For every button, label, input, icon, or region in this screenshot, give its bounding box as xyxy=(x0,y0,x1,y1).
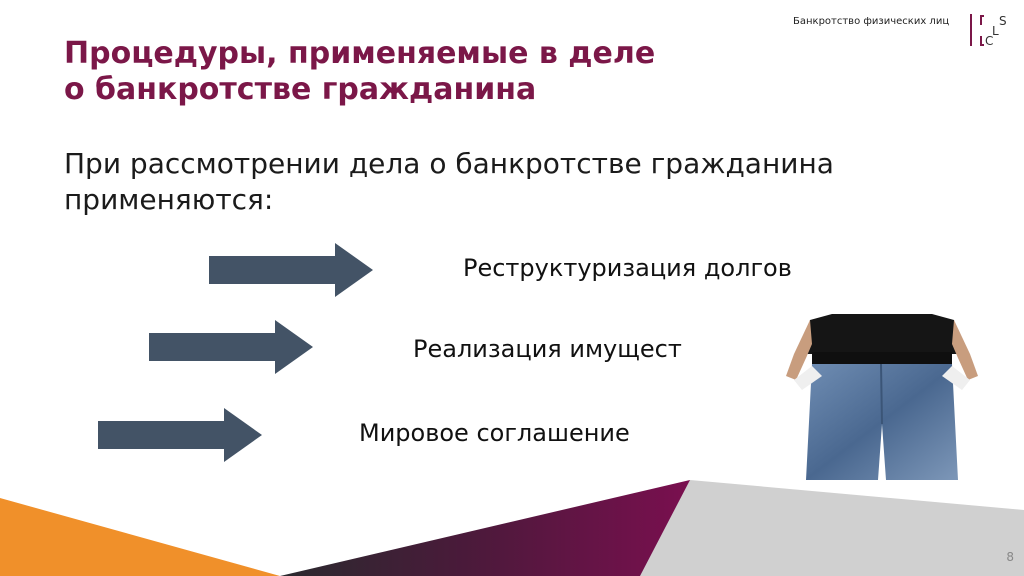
arrow-icon-3 xyxy=(98,408,262,462)
lead-text: При рассмотрении дела о банкротстве граж… xyxy=(64,146,964,218)
page-number: 8 xyxy=(1006,550,1014,564)
lead-text-line-1: При рассмотрении дела о банкротстве граж… xyxy=(64,147,834,180)
empty-pockets-photo xyxy=(786,314,978,480)
header-caption: Банкротство физических лиц xyxy=(793,16,950,27)
slide-title-line-2: о банкротстве гражданина xyxy=(64,72,537,107)
lead-text-line-2: применяются: xyxy=(64,183,274,216)
arrow-icon-2 xyxy=(149,320,313,374)
logo-letter-s: S xyxy=(999,14,1007,28)
slide-title: Процедуры, применяемые в деле о банкротс… xyxy=(64,36,784,108)
arrow-icon-1 xyxy=(209,243,373,297)
company-logo-icon: S L C xyxy=(970,14,1007,48)
bottom-decoration xyxy=(0,480,1024,576)
slide-title-line-1: Процедуры, применяемые в деле xyxy=(64,36,656,71)
logo-letter-l: L xyxy=(992,24,999,38)
procedure-restructuring: Реструктуризация долгов xyxy=(463,254,792,282)
procedure-property-sale: Реализация имущест xyxy=(413,335,682,363)
logo-letter-c: C xyxy=(985,34,993,48)
procedure-settlement: Мировое соглашение xyxy=(359,419,630,447)
